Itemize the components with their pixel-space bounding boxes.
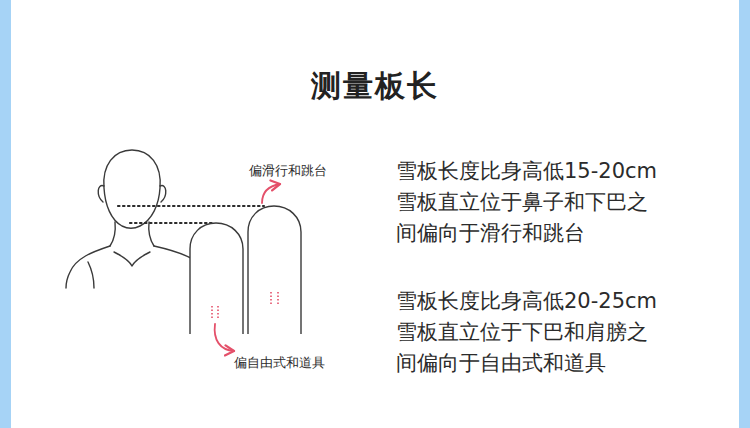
note-text: 雪板直立位于下巴和肩膀之间偏向于自由式和道具 — [396, 317, 658, 379]
callout-label: 偏自由式和道具 — [234, 355, 325, 371]
note-text: 雪板长度比身高低20-25cm — [396, 286, 657, 317]
snowboard — [190, 206, 301, 334]
side-band — [739, 0, 750, 428]
note-text: 雪板长度比身高低15-20cm — [396, 156, 657, 187]
page-title: 测量板长 — [0, 66, 750, 107]
note-text: 雪板直立位于鼻子和下巴之间偏向于滑行和跳台 — [396, 187, 658, 249]
binding-mark — [212, 292, 278, 318]
person-figure — [66, 150, 205, 288]
side-band — [0, 0, 11, 428]
callout-arrow — [215, 184, 280, 351]
callout-label: 偏滑行和跳台 — [249, 163, 327, 179]
measure-line — [118, 206, 264, 223]
